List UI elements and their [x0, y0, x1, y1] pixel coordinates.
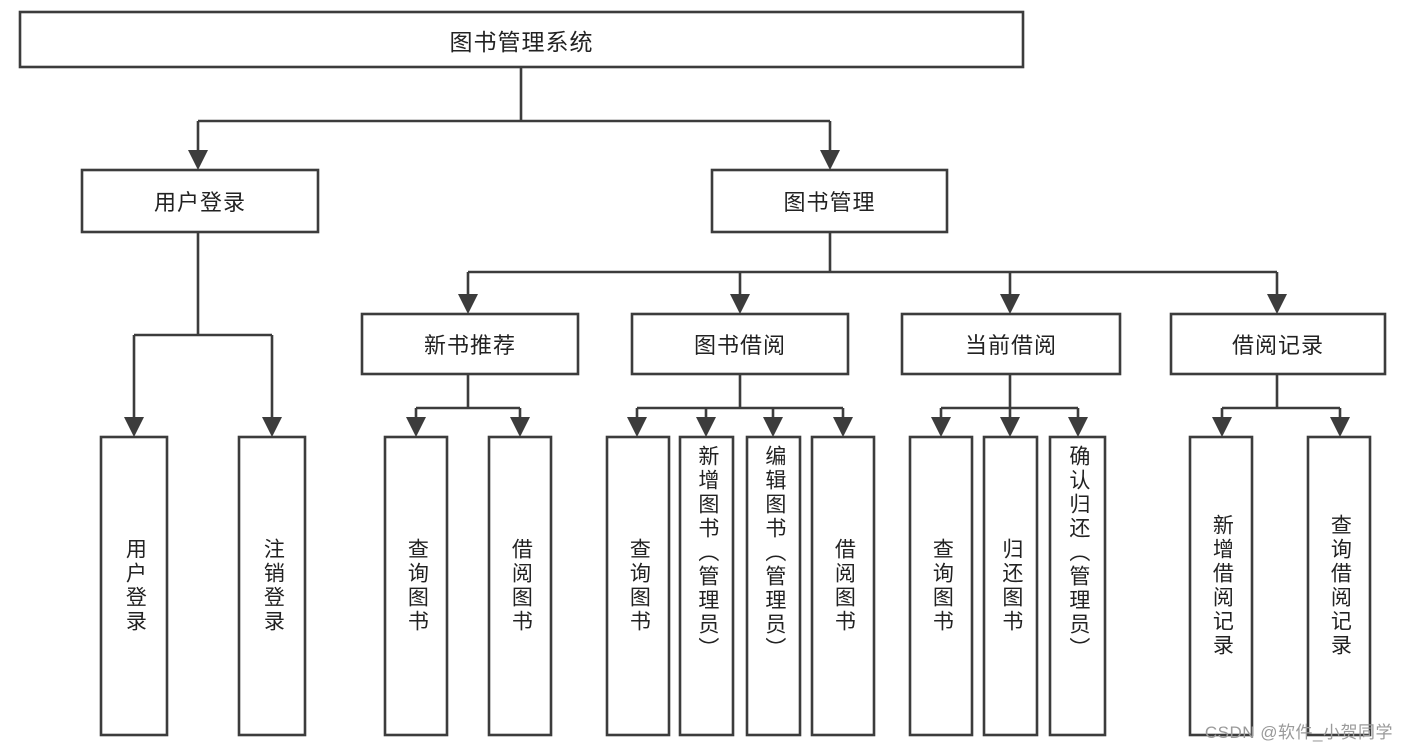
arrowhead-leaf-return-book — [1000, 417, 1020, 437]
arrowhead-leaf-query-book-2 — [627, 417, 647, 437]
arrowhead-leaf-confirm-return — [1068, 417, 1088, 437]
node-leaf-add-record[interactable] — [1188, 435, 1254, 737]
node-leaf-query-record[interactable] — [1306, 435, 1372, 737]
edge-group — [124, 67, 1350, 437]
arrowhead-user-login — [188, 150, 208, 170]
node-leaf-add-book[interactable] — [678, 435, 735, 737]
node-leaf-query-book-3[interactable] — [908, 435, 974, 737]
node-leaf-edit-book[interactable] — [745, 435, 802, 737]
node-leaf-query-book-1[interactable] — [383, 435, 449, 737]
node-group — [18, 10, 1387, 737]
arrowhead-leaf-query-book-1 — [406, 417, 426, 437]
arrowhead-book-management — [820, 150, 840, 170]
node-new-book-recommend[interactable] — [360, 312, 580, 376]
arrowhead-borrow-record — [1267, 294, 1287, 314]
node-leaf-logout[interactable] — [237, 435, 307, 737]
node-current-borrow[interactable] — [900, 312, 1122, 376]
node-leaf-return-book[interactable] — [982, 435, 1039, 737]
node-book-management[interactable] — [710, 168, 949, 234]
node-leaf-borrow-book-2[interactable] — [810, 435, 876, 737]
arrowhead-new-book-recommend — [458, 294, 478, 314]
node-borrow-record[interactable] — [1169, 312, 1387, 376]
arrowhead-leaf-borrow-book-2 — [833, 417, 853, 437]
arrowhead-leaf-user-login — [124, 417, 144, 437]
node-leaf-borrow-book-1[interactable] — [487, 435, 553, 737]
arrowhead-leaf-add-record — [1212, 417, 1232, 437]
arrowhead-leaf-query-record — [1330, 417, 1350, 437]
node-leaf-user-login[interactable] — [99, 435, 169, 737]
arrowhead-current-borrow — [1000, 294, 1020, 314]
node-user-login[interactable] — [80, 168, 320, 234]
arrowhead-leaf-query-book-3 — [931, 417, 951, 437]
arrowhead-book-borrow — [730, 294, 750, 314]
watermark-text: CSDN @软件_小贺同学 — [1204, 723, 1393, 742]
arrowhead-leaf-add-book — [696, 417, 716, 437]
arrowhead-leaf-logout — [262, 417, 282, 437]
node-leaf-confirm-return[interactable] — [1048, 435, 1107, 737]
arrowhead-leaf-edit-book — [763, 417, 783, 437]
node-book-borrow[interactable] — [630, 312, 850, 376]
arrowhead-leaf-borrow-book-1 — [510, 417, 530, 437]
node-leaf-query-book-2[interactable] — [605, 435, 671, 737]
node-root[interactable] — [18, 10, 1025, 69]
